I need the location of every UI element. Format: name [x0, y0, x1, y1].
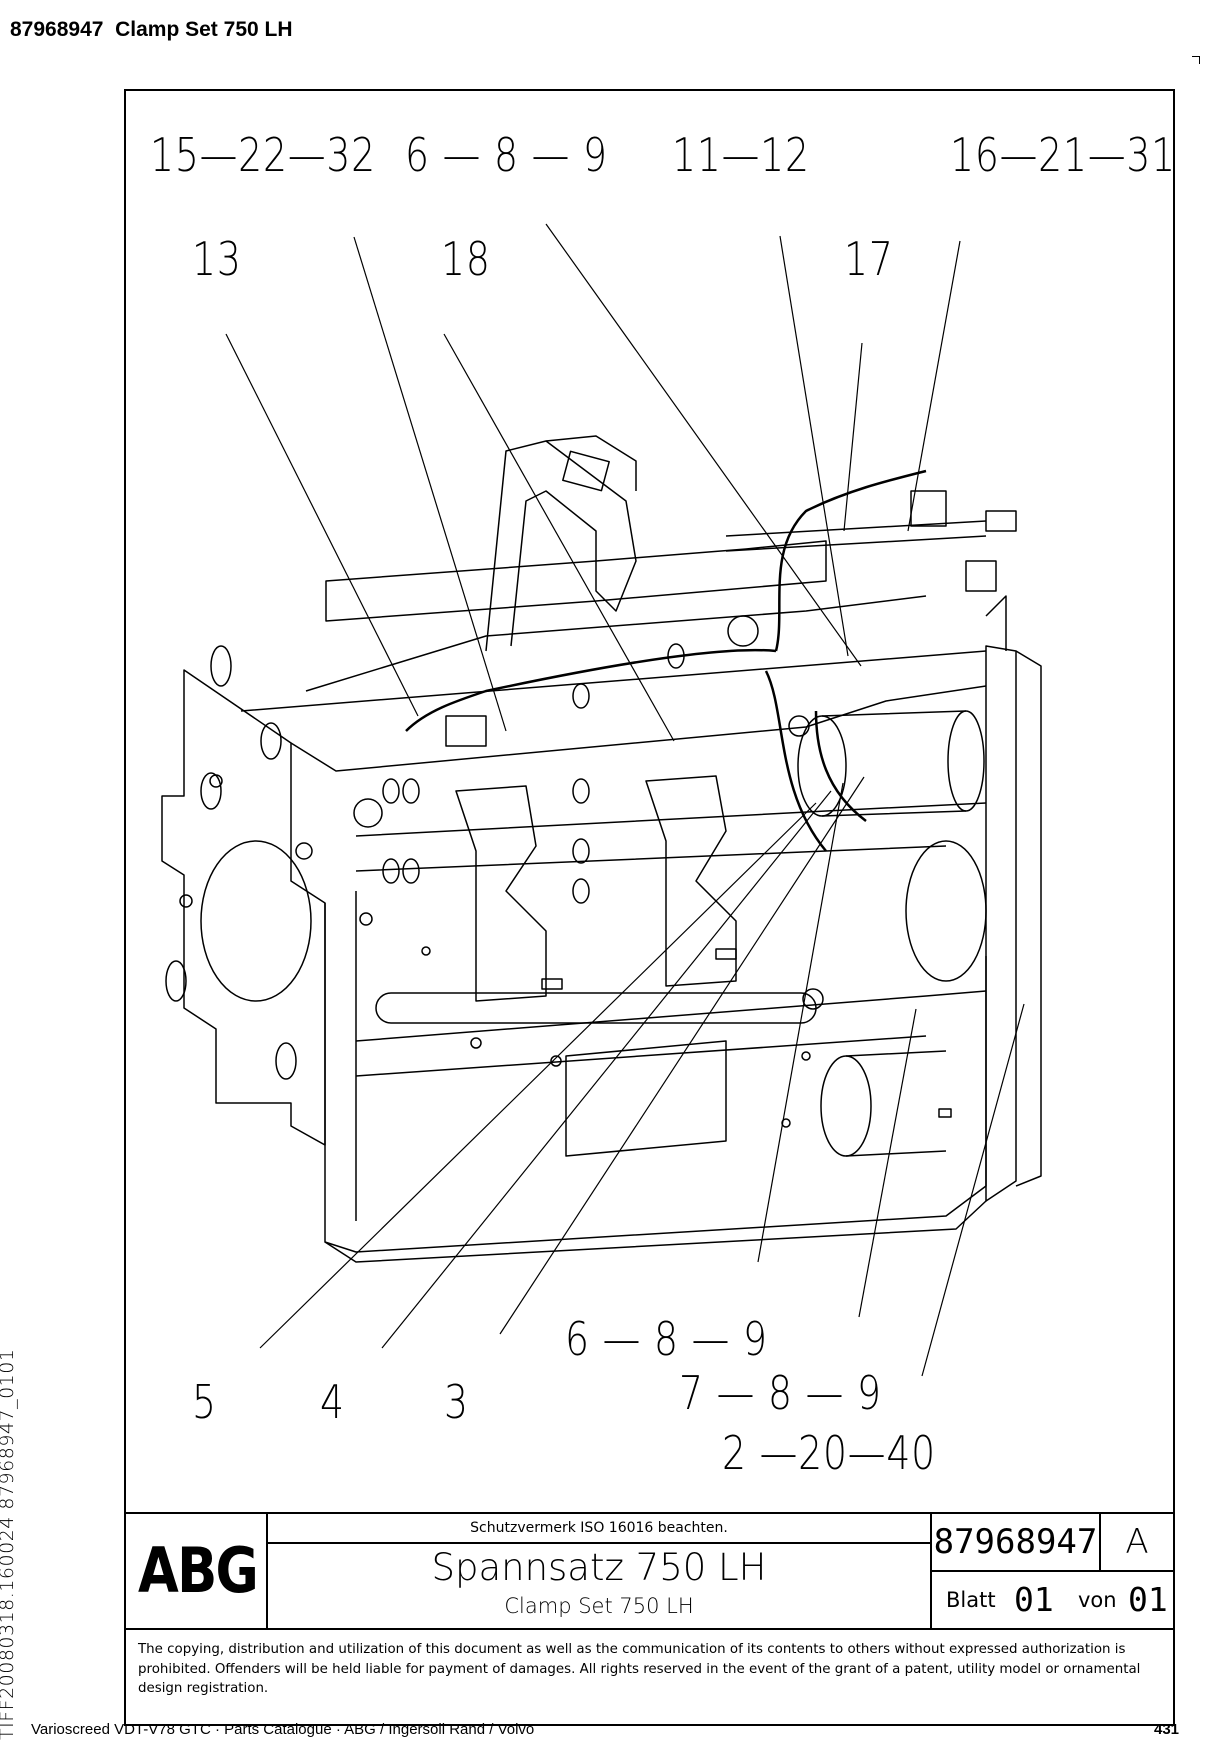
- callout-17: 17: [844, 232, 894, 286]
- abg-logo: ABG: [138, 1534, 259, 1607]
- parts-drawing: [161, 223, 1042, 1377]
- callout-6-8-9-top: 6 — 8 — 9: [405, 128, 608, 182]
- callout-16-21-31: 16—21—31: [950, 128, 1176, 182]
- sheet-number: 01: [1014, 1580, 1054, 1619]
- protection-note: Schutzvermerk ISO 16016 beachten.: [268, 1514, 930, 1544]
- callout-6-8-9-bottom: 6 — 8 — 9: [565, 1312, 768, 1366]
- side-identifier: TIFF20080318.160024 87968947_0101: [0, 1348, 18, 1740]
- drawing-number: 87968947: [932, 1514, 1101, 1572]
- title-block: ABG Schutzvermerk ISO 16016 beachten. Sp…: [126, 1512, 1173, 1630]
- callout-13: 13: [192, 232, 242, 286]
- callout-15-22-32: 15—22—32: [150, 128, 376, 182]
- page-number: 431: [1154, 1721, 1180, 1738]
- logo-cell: ABG: [126, 1514, 268, 1628]
- copyright-notice: The copying, distribution and utilizatio…: [138, 1642, 1141, 1696]
- footer-text: Varioscreed VDT-V78 GTC · Parts Catalogu…: [31, 1721, 535, 1738]
- leader-lines: [225, 223, 1025, 1377]
- sheet-info: Blatt 01 von 01: [932, 1572, 1173, 1628]
- title-cell: Schutzvermerk ISO 16016 beachten. Spanns…: [268, 1514, 932, 1628]
- of-label: von: [1078, 1588, 1117, 1612]
- sheet-label: Blatt: [946, 1588, 996, 1612]
- callout-3: 3: [444, 1375, 469, 1429]
- callout-11-12: 11—12: [672, 128, 810, 182]
- callout-7-8-9: 7 — 8 — 9: [679, 1366, 882, 1420]
- drawing-frame: [124, 89, 1175, 1726]
- callout-4: 4: [320, 1375, 345, 1429]
- corner-mark: [1192, 56, 1200, 64]
- header-part-number: 87968947: [10, 18, 104, 41]
- callout-2-20-40: 2 —20—40: [722, 1426, 936, 1480]
- sheet-total: 01: [1128, 1580, 1168, 1619]
- page-header: 87968947 Clamp Set 750 LH: [10, 18, 293, 42]
- title-german: Spannsatz 750 LH: [431, 1546, 767, 1589]
- frame-body: [161, 435, 1042, 1263]
- drawing-info-cell: 87968947 A Blatt 01 von 01: [932, 1514, 1173, 1628]
- header-title: Clamp Set 750 LH: [115, 18, 293, 41]
- revision: A: [1101, 1514, 1173, 1572]
- callout-18: 18: [441, 232, 491, 286]
- title-english: Clamp Set 750 LH: [504, 1594, 694, 1618]
- callout-5: 5: [192, 1375, 217, 1429]
